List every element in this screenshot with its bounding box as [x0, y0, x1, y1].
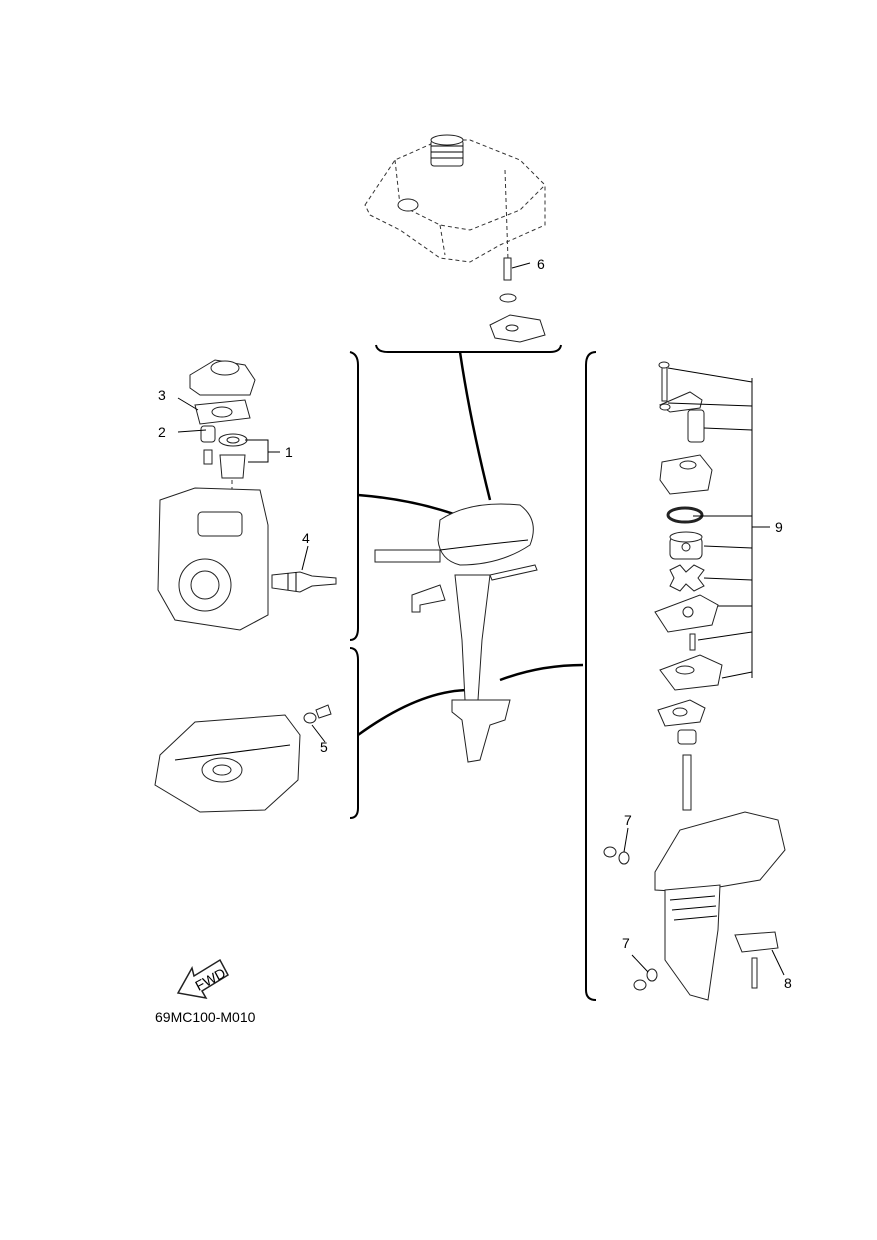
fwd-arrow-icon: FWD	[176, 958, 229, 1000]
callout-2: 2	[158, 424, 166, 440]
callout-3: 3	[158, 387, 166, 403]
crankcase-group: 5	[154, 647, 359, 819]
callout-4: 4	[302, 530, 310, 546]
callout-1: 1	[285, 444, 293, 460]
callout-7-lower: 7	[622, 935, 630, 951]
callout-7-upper: 7	[624, 812, 632, 828]
callout-9: 9	[775, 519, 783, 535]
callout-6: 6	[537, 256, 545, 272]
top-cowling-group: 6	[364, 134, 562, 353]
outboard-motor	[357, 351, 584, 763]
water-pump-lower-unit-group: 9 7 7 8	[585, 351, 792, 1001]
callout-5: 5	[320, 739, 328, 755]
callout-8: 8	[784, 975, 792, 991]
drawing-code: 69MC100-M010	[155, 1009, 256, 1025]
cylinder-thermostat-group: 2 3 1 4	[157, 351, 359, 641]
